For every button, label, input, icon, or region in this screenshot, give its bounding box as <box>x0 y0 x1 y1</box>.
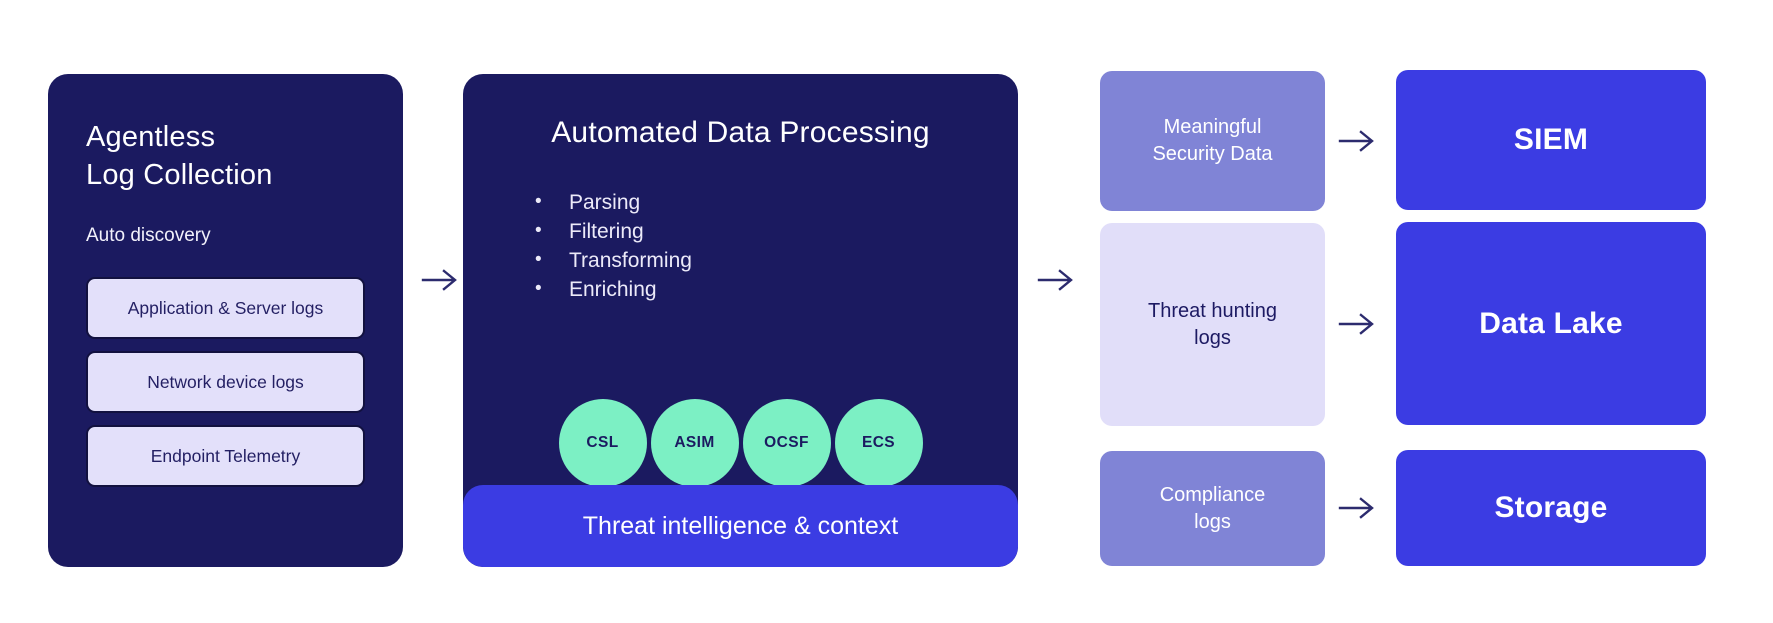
destination-box-storage[interactable]: Storage <box>1396 450 1706 566</box>
destination-box-data-lake[interactable]: Data Lake <box>1396 222 1706 425</box>
arrow-right-icon <box>1337 126 1379 156</box>
processing-step: Transforming <box>531 245 1018 275</box>
threat-intelligence-banner: Threat intelligence & context <box>463 485 1018 567</box>
agentless-log-collection-panel: Agentless Log Collection Auto discovery … <box>48 74 403 567</box>
automated-data-processing-panel: Automated Data Processing Parsing Filter… <box>463 74 1018 567</box>
output-box-meaningful-security-data[interactable]: Meaningful Security Data <box>1100 71 1325 211</box>
processing-step: Filtering <box>531 216 1018 246</box>
arrow-right-icon <box>1036 265 1078 295</box>
log-source-chip[interactable]: Application & Server logs <box>86 277 365 339</box>
collection-title: Agentless Log Collection <box>86 121 273 191</box>
destination-box-siem[interactable]: SIEM <box>1396 70 1706 210</box>
schema-badge-asim[interactable]: ASIM <box>650 399 739 487</box>
arrow-right-icon <box>1337 309 1379 339</box>
output-box-threat-hunting-logs[interactable]: Threat hunting logs <box>1100 223 1325 426</box>
processing-step: Parsing <box>531 187 1018 217</box>
processing-step: Enriching <box>531 274 1018 304</box>
schema-badge-ecs[interactable]: ECS <box>834 399 923 487</box>
output-box-compliance-logs[interactable]: Compliance logs <box>1100 451 1325 566</box>
log-source-chip[interactable]: Network device logs <box>86 351 365 413</box>
schema-badge-list: CSL ASIM OCSF ECS <box>463 399 1018 487</box>
arrow-right-icon <box>420 265 462 295</box>
log-source-chip-list: Application & Server logs Network device… <box>86 277 365 487</box>
processing-step-list: Parsing Filtering Transforming Enriching <box>531 187 1018 304</box>
arrow-right-icon <box>1337 493 1379 523</box>
collection-subtitle: Auto discovery <box>86 225 211 246</box>
schema-badge-csl[interactable]: CSL <box>558 399 647 487</box>
schema-badge-ocsf[interactable]: OCSF <box>742 399 831 487</box>
log-source-chip[interactable]: Endpoint Telemetry <box>86 425 365 487</box>
processing-title: Automated Data Processing <box>551 116 930 149</box>
